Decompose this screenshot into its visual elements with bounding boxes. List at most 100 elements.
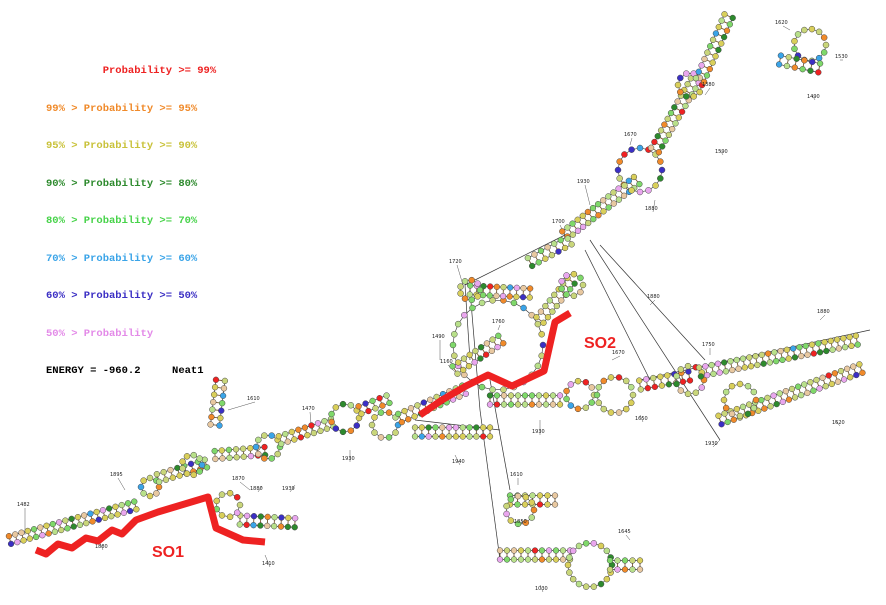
nucleotide bbox=[773, 358, 780, 365]
nucleotide bbox=[493, 283, 501, 290]
nucleotide bbox=[420, 399, 427, 406]
nucleotide bbox=[493, 292, 500, 299]
nucleotide bbox=[798, 392, 805, 399]
nucleotide bbox=[804, 351, 811, 358]
backbone-segment bbox=[470, 285, 531, 289]
nucleotide bbox=[369, 397, 376, 405]
nucleotide bbox=[829, 346, 836, 353]
nucleotide bbox=[473, 433, 480, 440]
position-label: 1870 bbox=[232, 476, 245, 482]
nucleotide bbox=[474, 293, 481, 300]
nucleotide bbox=[468, 296, 475, 304]
position-label: 1880 bbox=[647, 294, 660, 300]
nucleotide bbox=[216, 422, 223, 429]
position-label: 1645 bbox=[618, 529, 631, 535]
nucleotide bbox=[544, 244, 551, 251]
nucleotide bbox=[347, 402, 355, 409]
energy-readout: ENERGY = -960.2 Neat1 bbox=[46, 365, 204, 377]
nucleotide bbox=[603, 547, 611, 555]
nucleotide bbox=[665, 381, 673, 388]
nucleotide bbox=[567, 381, 575, 388]
nucleotide bbox=[459, 424, 466, 431]
nucleotide bbox=[261, 432, 268, 439]
nucleotide bbox=[721, 410, 728, 417]
backbone-segment bbox=[834, 419, 841, 427]
nucleotide bbox=[828, 380, 835, 388]
nucleotide bbox=[74, 513, 82, 521]
nucleotide bbox=[721, 359, 728, 366]
nucleotide bbox=[566, 554, 573, 561]
nucleotide bbox=[270, 523, 278, 530]
nucleotide bbox=[118, 501, 125, 509]
nucleotide bbox=[531, 547, 539, 554]
nucleotide bbox=[801, 57, 808, 64]
nucleotide bbox=[339, 428, 347, 436]
nucleotide bbox=[506, 293, 513, 300]
nucleotide bbox=[643, 376, 650, 383]
position-label: 1590 bbox=[715, 149, 728, 155]
nucleotide bbox=[563, 387, 570, 395]
nucleotide bbox=[211, 447, 218, 455]
nucleotide bbox=[665, 131, 673, 139]
nucleotide bbox=[579, 281, 587, 289]
nucleotide bbox=[285, 514, 292, 522]
nucleotide bbox=[187, 460, 195, 467]
nucleotide bbox=[654, 133, 661, 140]
position-label: 1880 bbox=[645, 206, 658, 212]
nucleotide bbox=[722, 388, 730, 396]
nucleotide bbox=[658, 166, 666, 174]
nucleotide bbox=[89, 518, 96, 525]
nucleotide bbox=[847, 374, 854, 381]
position-label: 1610 bbox=[510, 472, 523, 478]
nucleotide bbox=[850, 363, 857, 370]
nucleotide bbox=[664, 372, 671, 379]
backbone-segment bbox=[539, 584, 544, 593]
nucleotide bbox=[853, 371, 860, 379]
nucleotide bbox=[595, 383, 603, 391]
nucleotide bbox=[376, 395, 383, 402]
nucleotide bbox=[559, 228, 566, 235]
backbone-segment bbox=[611, 355, 621, 361]
nucleotide bbox=[739, 355, 747, 362]
nucleotide bbox=[522, 519, 530, 526]
nucleotide bbox=[551, 501, 559, 508]
nucleotide bbox=[462, 390, 470, 397]
nucleotide bbox=[775, 61, 783, 68]
nucleotide bbox=[736, 380, 744, 388]
nucleotide bbox=[291, 524, 298, 531]
nucleotide bbox=[564, 235, 571, 242]
nucleotide bbox=[684, 362, 692, 370]
nucleotide bbox=[247, 445, 254, 452]
nucleotide bbox=[577, 288, 584, 296]
position-label: 1620 bbox=[775, 20, 788, 26]
nucleotide bbox=[190, 471, 197, 479]
nucleotide bbox=[559, 547, 567, 554]
nucleotide bbox=[568, 241, 575, 248]
nucleotide bbox=[636, 144, 644, 152]
nucleotide bbox=[729, 366, 736, 374]
nucleotide bbox=[297, 434, 304, 441]
nucleotide bbox=[621, 151, 628, 158]
nucleotide bbox=[220, 385, 228, 392]
nucleotide bbox=[697, 373, 705, 380]
nucleotide bbox=[782, 388, 789, 395]
nucleotide bbox=[179, 465, 186, 472]
nucleotide bbox=[729, 14, 736, 22]
nucleotide bbox=[627, 383, 635, 391]
nucleotide bbox=[243, 512, 251, 519]
nucleotide bbox=[783, 62, 791, 70]
nucleotide bbox=[493, 392, 501, 399]
nucleotide bbox=[499, 293, 507, 300]
nucleotide bbox=[555, 248, 562, 255]
nucleotide bbox=[520, 285, 527, 292]
nucleotide bbox=[677, 387, 685, 394]
nucleotide bbox=[534, 362, 542, 370]
nucleotide bbox=[710, 370, 717, 378]
nucleotide bbox=[856, 361, 863, 368]
nucleotide bbox=[529, 262, 536, 270]
nucleotide bbox=[500, 401, 508, 408]
nucleotide bbox=[777, 347, 784, 355]
position-label: 1160 bbox=[440, 359, 453, 365]
nucleotide-nodes bbox=[5, 11, 866, 590]
nucleotide bbox=[26, 535, 34, 542]
